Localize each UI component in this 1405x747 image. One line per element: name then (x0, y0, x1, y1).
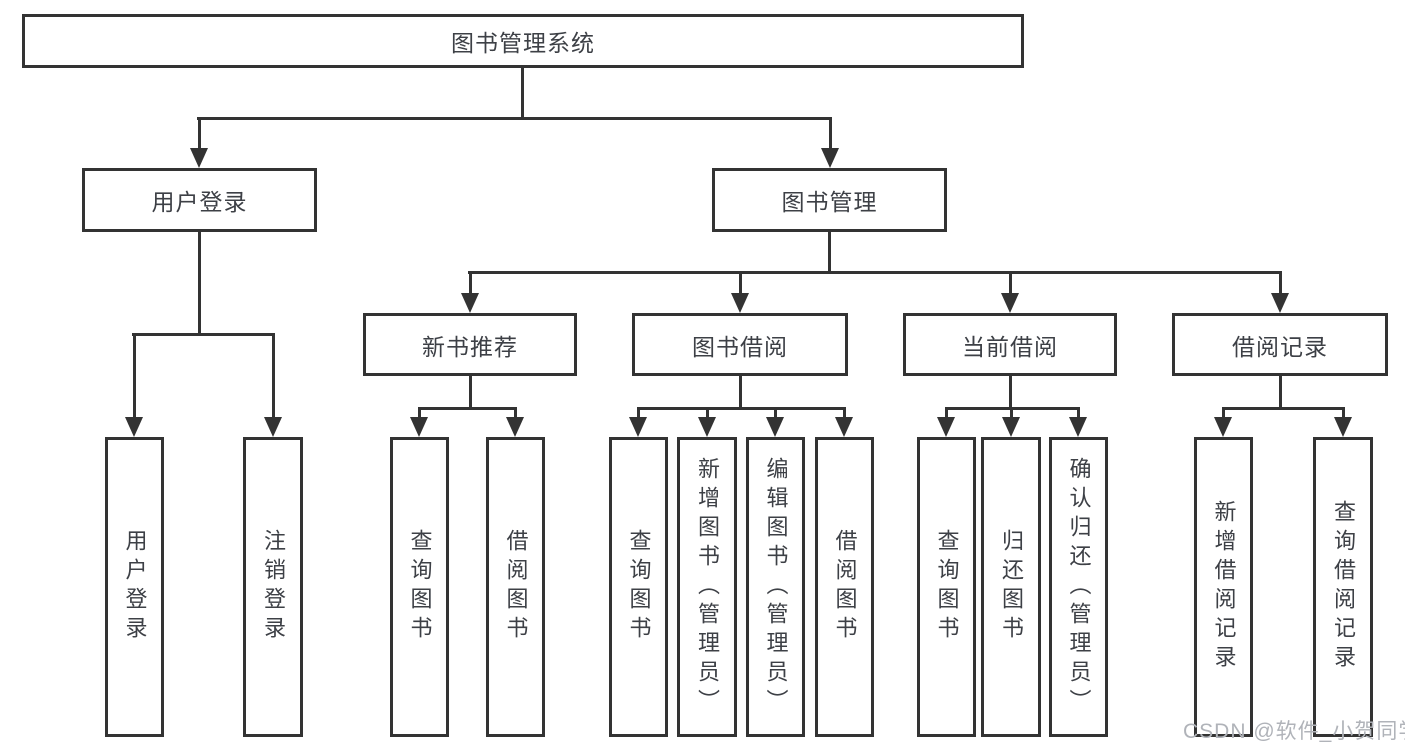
arrow-down-icon (264, 417, 282, 437)
connector-line (469, 376, 472, 410)
connector-line (1222, 407, 1345, 410)
leaf-confirm-return-admin: 确认归还（管理员） (1049, 437, 1108, 737)
connector-line (272, 333, 275, 425)
node-borrow-record: 借阅记录 (1172, 313, 1388, 376)
arrow-down-icon (1334, 417, 1352, 437)
leaf-borrow-book-2: 借阅图书 (815, 437, 874, 737)
arrow-down-icon (190, 148, 208, 168)
node-current-borrow: 当前借阅 (903, 313, 1117, 376)
leaf-user-login: 用户登录 (105, 437, 164, 737)
leaf-edit-book-admin: 编辑图书（管理员） (746, 437, 805, 737)
connector-line (198, 117, 201, 159)
arrow-down-icon (731, 293, 749, 313)
connector-line (1009, 271, 1012, 301)
connector-line (132, 333, 275, 336)
connector-line (418, 407, 517, 410)
connector-line (1279, 376, 1282, 410)
arrow-down-icon (1002, 417, 1020, 437)
connector-line (197, 117, 832, 120)
connector-line (739, 376, 742, 410)
connector-line (739, 271, 742, 301)
connector-line (637, 407, 846, 410)
leaf-logout: 注销登录 (243, 437, 303, 737)
leaf-add-borrow-record: 新增借阅记录 (1194, 437, 1253, 737)
node-user-login: 用户登录 (82, 168, 317, 232)
connector-line (1279, 271, 1282, 301)
leaf-borrow-book-1: 借阅图书 (486, 437, 545, 737)
leaf-query-borrow-record: 查询借阅记录 (1313, 437, 1373, 737)
node-book-borrow: 图书借阅 (632, 313, 848, 376)
arrow-down-icon (1001, 293, 1019, 313)
connector-line (829, 117, 832, 159)
node-root: 图书管理系统 (22, 14, 1024, 68)
arrow-down-icon (1271, 293, 1289, 313)
leaf-query-book-3: 查询图书 (917, 437, 976, 737)
arrow-down-icon (766, 417, 784, 437)
connector-line (828, 232, 831, 273)
arrow-down-icon (629, 417, 647, 437)
arrow-down-icon (125, 417, 143, 437)
connector-line (133, 333, 136, 425)
arrow-down-icon (1069, 417, 1087, 437)
node-book-management: 图书管理 (712, 168, 947, 232)
arrow-down-icon (937, 417, 955, 437)
leaf-return-book: 归还图书 (981, 437, 1041, 737)
arrow-down-icon (506, 417, 524, 437)
arrow-down-icon (835, 417, 853, 437)
arrow-down-icon (821, 148, 839, 168)
arrow-down-icon (698, 417, 716, 437)
connector-line (521, 68, 524, 119)
arrow-down-icon (1214, 417, 1232, 437)
connector-line (469, 271, 472, 301)
watermark: CSDN @软件_小贺同学 (1183, 720, 1405, 743)
leaf-query-book-1: 查询图书 (390, 437, 449, 737)
arrow-down-icon (410, 417, 428, 437)
leaf-add-book-admin: 新增图书（管理员） (677, 437, 737, 737)
connector-line (1009, 376, 1012, 410)
connector-line (468, 271, 1282, 274)
connector-line (198, 232, 201, 336)
arrow-down-icon (461, 293, 479, 313)
leaf-query-book-2: 查询图书 (609, 437, 668, 737)
node-new-book-recommend: 新书推荐 (363, 313, 577, 376)
